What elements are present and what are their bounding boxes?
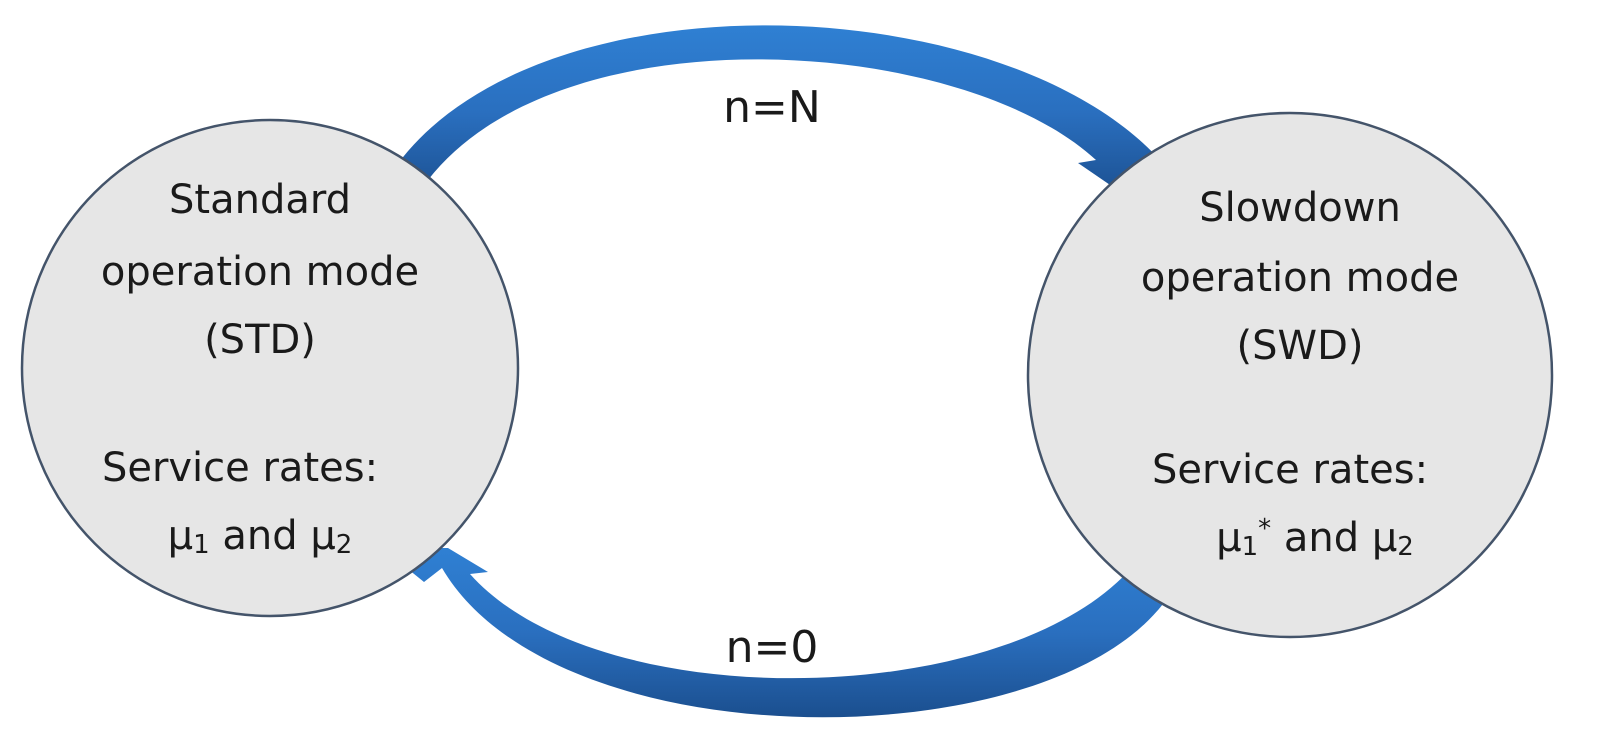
state-slowdown-name-line2: operation mode [1140,255,1460,301]
transition-label-to-slowdown: n=N [723,82,821,133]
state-slowdown-circle [1026,111,1554,639]
state-standard-abbrev: (STD) [204,317,316,363]
state-standard-name-line2: operation mode [100,249,420,295]
state-slowdown-name-line1: Slowdown [1199,185,1401,231]
state-slowdown-rates-value: μ1* and μ2 [1216,514,1414,562]
state-standard-rates-label: Service rates: [101,445,379,491]
arrow-std-to-swd [388,25,1178,200]
state-slowdown-rates-label: Service rates: [1151,447,1429,493]
arrow-swd-to-std [382,548,1178,718]
state-standard-rates-value: μ1 and μ2 [167,513,353,560]
transition-label-to-standard: n=0 [725,622,819,673]
state-slowdown-abbrev: (SWD) [1236,323,1364,369]
state-standard-circle [20,118,520,618]
state-standard-name-line1: Standard [169,177,351,223]
